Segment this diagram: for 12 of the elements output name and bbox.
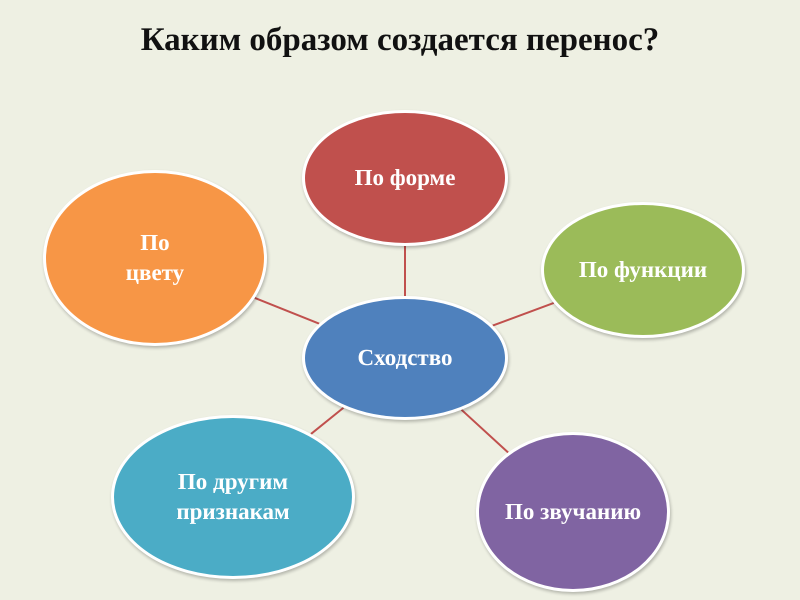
connector-line	[254, 297, 320, 325]
node-label: Сходство	[358, 344, 452, 372]
node-label: По другим признакам	[175, 468, 291, 526]
connector-line	[404, 246, 406, 296]
connector-line	[310, 406, 344, 435]
title: Каким образом создается перенос?	[140, 22, 660, 59]
node-label: По звучанию	[504, 498, 642, 526]
node-label: По функции	[578, 256, 708, 284]
connector-line	[492, 302, 554, 326]
connector-line	[460, 409, 509, 454]
node-label: По цвету	[124, 229, 186, 287]
node-label: По форме	[354, 164, 456, 192]
